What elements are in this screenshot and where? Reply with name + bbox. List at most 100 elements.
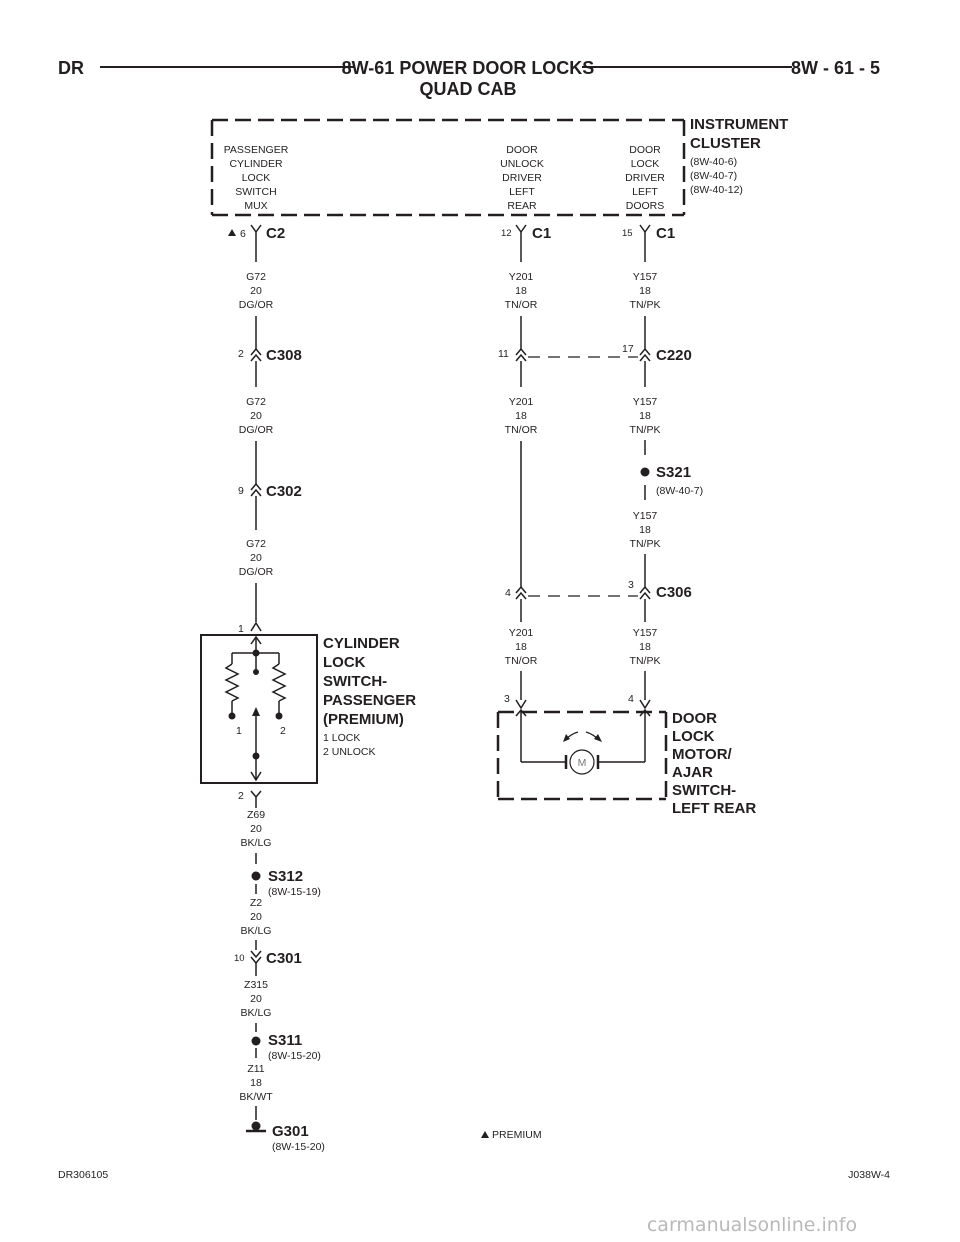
svg-text:DRIVER: DRIVER: [625, 172, 665, 184]
cylinder-switch-title-1: CYLINDER: [323, 635, 400, 652]
motor-icon: [569, 749, 595, 775]
door-lock-motor: M DOOR LOCK MOTOR/ AJAR SWITCH- LEFT REA…: [496, 710, 756, 817]
cylinder-switch-title-2: LOCK: [323, 654, 366, 671]
circuit-g72: 6 C2 G72 20 DG/OR 2 C308 G72 20 DG/OR 9 …: [228, 224, 302, 622]
svg-text:18: 18: [639, 285, 651, 297]
door-motor-title-4: AJAR: [672, 764, 713, 781]
svg-text:BK/LG: BK/LG: [241, 925, 272, 937]
svg-text:18: 18: [515, 410, 527, 422]
connector-c220-label: C220: [656, 347, 692, 364]
svg-text:Z69: Z69: [247, 809, 265, 821]
wire-label-z2: Z2 20 BK/LG: [241, 897, 272, 937]
wire-label-z11: Z11 18 BK/WT: [239, 1063, 273, 1103]
svg-text:DRIVER: DRIVER: [502, 172, 542, 184]
svg-text:Y157: Y157: [633, 271, 658, 283]
door-motor-title-1: DOOR: [672, 710, 717, 727]
circuit-y157: 15 C1 Y157 18 TN/PK 17 C220 Y157 18 TN/P…: [528, 224, 703, 762]
cluster-section-unlock-driver: DOOR UNLOCK DRIVER LEFT REAR: [500, 144, 544, 212]
svg-text:TN/PK: TN/PK: [630, 424, 661, 436]
svg-text:11: 11: [498, 348, 509, 360]
svg-text:LEFT: LEFT: [632, 186, 658, 198]
wire-label-y201-a: Y201 18 TN/OR: [505, 271, 538, 311]
svg-text:20: 20: [250, 552, 262, 564]
connector-c1-12: [515, 224, 527, 234]
svg-text:1: 1: [238, 623, 244, 635]
wire-label-y157-b: Y157 18 TN/PK: [630, 396, 661, 436]
svg-text:18: 18: [639, 524, 651, 536]
wire-label-g72-c: G72 20 DG/OR: [239, 538, 274, 578]
connector-c302-label: C302: [266, 483, 302, 500]
connector-c308-label: C308: [266, 347, 302, 364]
wire-label-g72-a: G72 20 DG/OR: [239, 271, 274, 311]
svg-text:10: 10: [234, 953, 245, 964]
splice-s321-label: S321: [656, 464, 691, 481]
svg-text:2: 2: [238, 790, 244, 802]
svg-text:Z2: Z2: [250, 897, 262, 909]
door-motor-title-2: LOCK: [672, 728, 715, 745]
svg-text:20: 20: [250, 993, 262, 1005]
svg-text:12: 12: [501, 228, 512, 239]
svg-text:Y157: Y157: [633, 510, 658, 522]
cylinder-switch-legend-2: 2 UNLOCK: [323, 746, 376, 758]
splice-s321-dot: [640, 467, 650, 477]
splice-s321-ref: (8W-40-7): [656, 485, 703, 497]
cylinder-switch-title-5: (PREMIUM): [323, 711, 404, 728]
header-left: DR: [58, 58, 84, 78]
splice-s312-ref: (8W-15-19): [268, 886, 321, 898]
svg-text:18: 18: [515, 285, 527, 297]
circuit-y201: 12 C1 Y201 18 TN/OR 11 Y201 18 TN/OR 4 Y…: [498, 224, 551, 762]
cluster-section-lock-driver: DOOR LOCK DRIVER LEFT DOORS: [625, 144, 665, 212]
connector-c301-label: C301: [266, 950, 302, 967]
premium-note: PREMIUM: [492, 1129, 542, 1141]
cylinder-switch-legend-1: 1 LOCK: [323, 732, 360, 744]
svg-text:TN/PK: TN/PK: [630, 655, 661, 667]
wire-label-z315: Z315 20 BK/LG: [241, 979, 272, 1019]
splice-s312-dot: [251, 871, 261, 881]
svg-text:18: 18: [639, 410, 651, 422]
svg-text:20: 20: [250, 911, 262, 923]
svg-text:SWITCH: SWITCH: [235, 186, 276, 198]
splice-s311-label: S311: [268, 1032, 302, 1049]
footer-left: DR306105: [58, 1169, 108, 1181]
svg-text:18: 18: [250, 1077, 262, 1089]
svg-text:Y157: Y157: [633, 396, 658, 408]
connector-c2-label: C2: [266, 225, 285, 242]
watermark: carmanualsonline.info: [647, 1214, 857, 1236]
svg-text:BK/WT: BK/WT: [239, 1091, 273, 1103]
svg-text:4: 4: [628, 693, 634, 705]
page-header: DR 8W-61 POWER DOOR LOCKS 8W - 61 - 5 QU…: [58, 58, 880, 99]
svg-text:Z315: Z315: [244, 979, 268, 991]
svg-text:DOOR: DOOR: [506, 144, 538, 156]
svg-text:4: 4: [505, 587, 511, 599]
door-motor-title-5: SWITCH-: [672, 782, 736, 799]
cylinder-lock-switch: 1 1 2 CYLINDER LOCK SWITCH- PASSENGER (P…: [200, 621, 416, 784]
svg-text:2: 2: [238, 348, 244, 360]
header-page: 8W - 61 - 5: [791, 58, 880, 78]
svg-text:17: 17: [622, 343, 634, 355]
svg-text:18: 18: [515, 641, 527, 653]
wire-label-g72-b: G72 20 DG/OR: [239, 396, 274, 436]
svg-text:DG/OR: DG/OR: [239, 424, 274, 436]
cluster-ref-2: (8W-40-7): [690, 170, 737, 182]
motor-symbol: M: [578, 757, 587, 769]
cluster-ref-1: (8W-40-6): [690, 156, 737, 168]
connector-c302: [250, 482, 262, 497]
svg-text:LOCK: LOCK: [242, 172, 271, 184]
connector-c220-11: [515, 347, 527, 362]
splice-s312-label: S312: [268, 868, 303, 885]
wire-label-z69: Z69 20 BK/LG: [241, 809, 272, 849]
connector-c306-4: [515, 585, 527, 600]
svg-text:PASSENGER: PASSENGER: [224, 144, 289, 156]
footer-right: J038W-4: [848, 1169, 890, 1181]
svg-text:20: 20: [250, 285, 262, 297]
cluster-title-2: CLUSTER: [690, 135, 761, 152]
ground-g301-ref: (8W-15-20): [272, 1141, 325, 1153]
cylinder-switch-title-4: PASSENGER: [323, 692, 416, 709]
wire-label-y157-c: Y157 18 TN/PK: [630, 510, 661, 550]
connector-c1-15-label: C1: [656, 225, 675, 242]
svg-text:UNLOCK: UNLOCK: [500, 158, 544, 170]
svg-text:LEFT: LEFT: [509, 186, 535, 198]
premium-note-triangle-icon: [481, 1131, 489, 1138]
svg-text:MUX: MUX: [244, 200, 267, 212]
svg-text:6: 6: [240, 228, 246, 240]
